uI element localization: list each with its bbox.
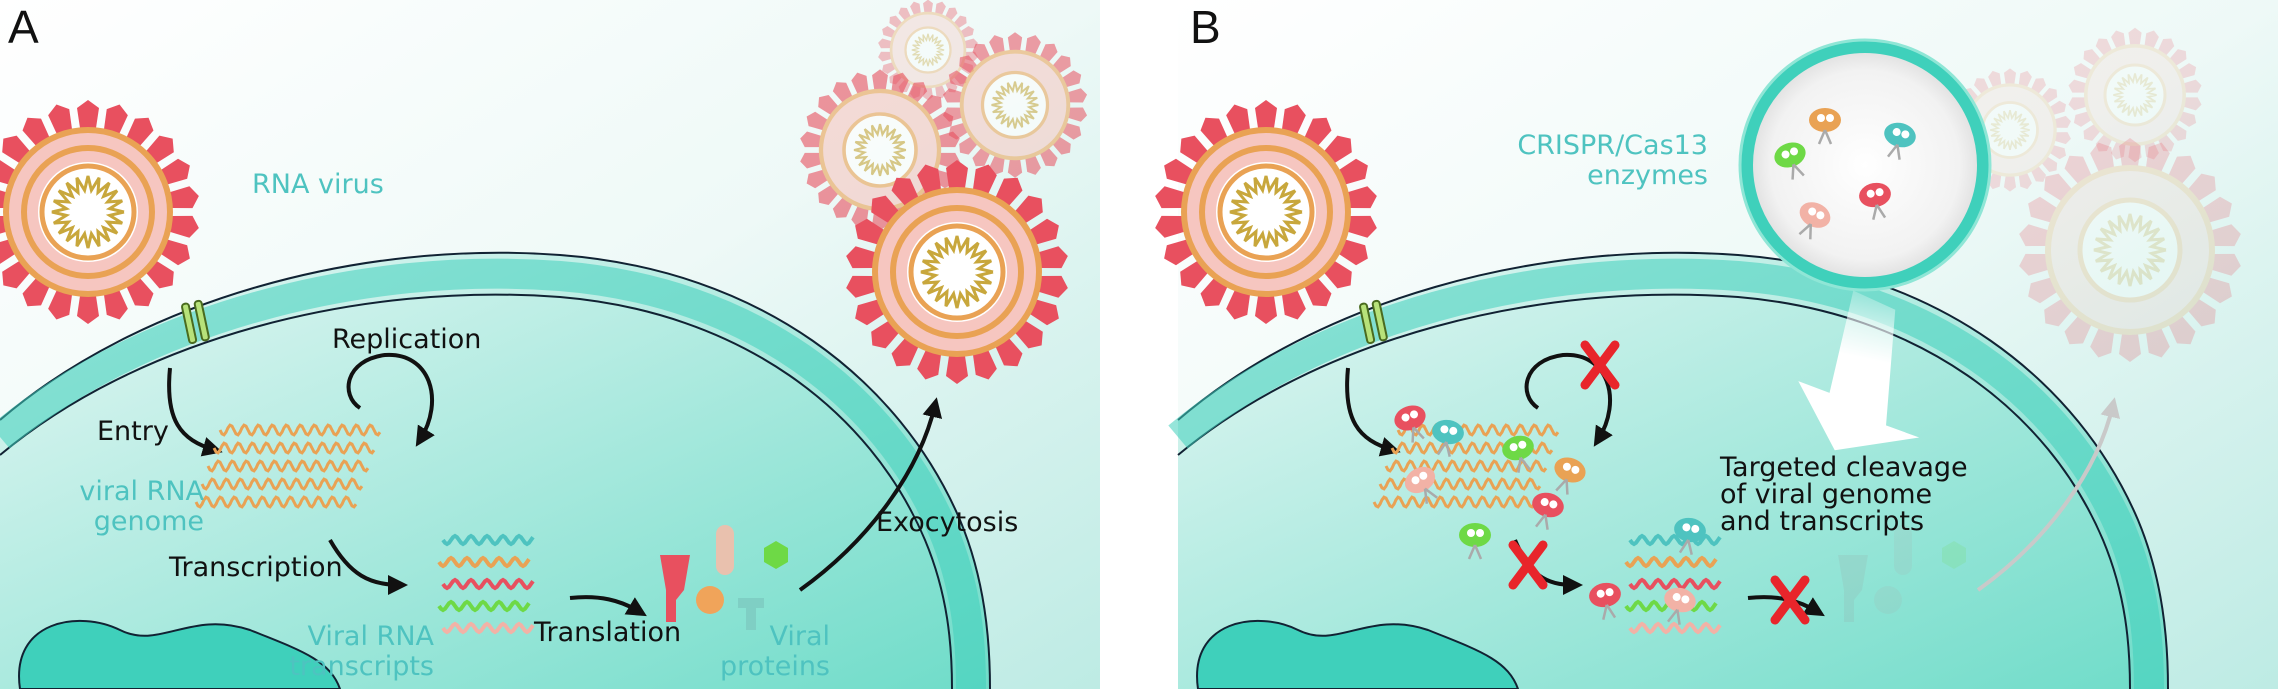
transcript — [1628, 621, 1722, 635]
entry-label: Entry — [97, 416, 169, 447]
viral-rna-genome-line2: genome — [93, 506, 204, 538]
entry-arrow — [1345, 367, 1401, 457]
rna-virus — [1155, 100, 1377, 324]
transcript — [437, 555, 531, 569]
cleave-x-translation — [1770, 575, 1810, 625]
translation-arrow — [569, 595, 647, 617]
crispr-line2: enzymes — [1587, 160, 1708, 192]
cas13-enzyme — [1664, 587, 1696, 625]
cas13-enzyme — [1459, 523, 1491, 560]
spike-proteins — [2068, 27, 2202, 163]
rna-virus — [0, 100, 199, 324]
cleavage-line3: and transcripts — [1720, 506, 1925, 537]
exocytosis-arrow — [798, 397, 943, 592]
cleavage-line1: Targeted cleavage — [1720, 452, 1968, 483]
viral-rna-transcripts-label: Viral RNA transcripts — [288, 621, 434, 683]
exocytosis-label: Exocytosis — [876, 507, 1019, 538]
panel-letter-b: B — [1190, 1, 1221, 53]
crispr-line1: CRISPR/Cas13 — [1517, 130, 1708, 161]
cas13-enzyme — [1884, 122, 1916, 160]
crispr-vesicle — [1738, 38, 1992, 292]
rna-virus-label: RNA virus — [252, 169, 384, 200]
cas13-enzyme — [1502, 435, 1534, 473]
transcript — [1624, 555, 1718, 569]
cleave-x-transcription — [1508, 540, 1548, 590]
cas13-enzyme — [1394, 405, 1426, 443]
transcript — [1628, 533, 1722, 547]
cas13-enzyme — [1798, 202, 1831, 240]
translation-label: Translation — [534, 617, 682, 648]
receptor — [181, 299, 210, 345]
transcription-label: Transcription — [169, 552, 343, 583]
spike-proteins — [1155, 100, 1377, 324]
viral-rna-transcripts — [437, 533, 535, 635]
cas13-enzyme — [1589, 582, 1621, 620]
replication-arrow — [346, 352, 435, 447]
viral-proteins-blocked — [1838, 525, 1966, 622]
host-cell — [0, 252, 990, 689]
cas13-enzyme — [1809, 108, 1841, 145]
panel-a — [0, 0, 1100, 689]
genome-strand — [212, 441, 376, 455]
cas13-enzyme — [1532, 492, 1564, 530]
host-cell — [1178, 252, 2168, 689]
nucleus — [1196, 619, 1520, 689]
viral-proteins — [660, 525, 788, 630]
cas13-enzyme — [1859, 182, 1891, 220]
panel-letter-a: A — [8, 1, 39, 53]
cleave-x-replication — [1580, 340, 1620, 390]
transcript — [441, 533, 535, 547]
transcript — [437, 599, 531, 613]
genome-strand — [1396, 423, 1560, 437]
viral-rna-transcripts-line2: transcripts — [289, 651, 434, 683]
viral-rna-genome-line1: viral RNA — [79, 476, 204, 507]
viral-rna-transcripts-line1: Viral RNA — [307, 621, 434, 652]
transcript — [1628, 577, 1722, 591]
spike-proteins — [2019, 138, 2241, 362]
virus-exiting — [846, 160, 1068, 384]
genome-strand — [206, 459, 370, 473]
spike-proteins — [0, 100, 199, 324]
cas13-enzyme — [1432, 419, 1464, 457]
transcript — [441, 577, 535, 591]
cleavage-line2: of viral genome — [1720, 479, 1933, 510]
genome-strand — [194, 495, 358, 509]
nucleus — [18, 619, 342, 689]
viral-proteins-line2: proteins — [719, 651, 830, 683]
crispr-enzymes-label: CRISPR/Cas13 enzymes — [1478, 130, 1708, 192]
cas13-enzyme — [1404, 466, 1438, 504]
virus-faded — [2068, 27, 2202, 163]
cas13-enzyme — [1554, 457, 1586, 495]
replication-label: Replication — [332, 324, 482, 355]
replication-arrow — [1524, 352, 1613, 447]
cas13-enzyme — [1774, 142, 1806, 180]
virus-faded — [2019, 138, 2241, 362]
cleavage-label: Targeted cleavage of viral genome and tr… — [1720, 454, 1968, 535]
genome-strand — [200, 477, 364, 491]
viral-rna-genome-label: viral RNA genome — [58, 476, 204, 538]
delivery-arrow — [1798, 290, 1920, 451]
panel-b — [1155, 0, 2278, 689]
transcript — [441, 621, 535, 635]
viral-rna-genome — [194, 423, 382, 509]
receptor — [1359, 299, 1388, 345]
exocytosis-arrow-blocked — [1976, 397, 2121, 592]
entry-arrow — [167, 367, 223, 457]
transcription-arrow — [328, 539, 408, 595]
viral-proteins-label: Viral proteins — [700, 621, 830, 683]
viral-proteins-line1: Viral — [769, 621, 830, 652]
spike-proteins — [846, 160, 1068, 384]
genome-strand — [218, 423, 382, 437]
genome-strand — [1372, 495, 1536, 509]
cas13-enzyme — [1674, 517, 1706, 555]
